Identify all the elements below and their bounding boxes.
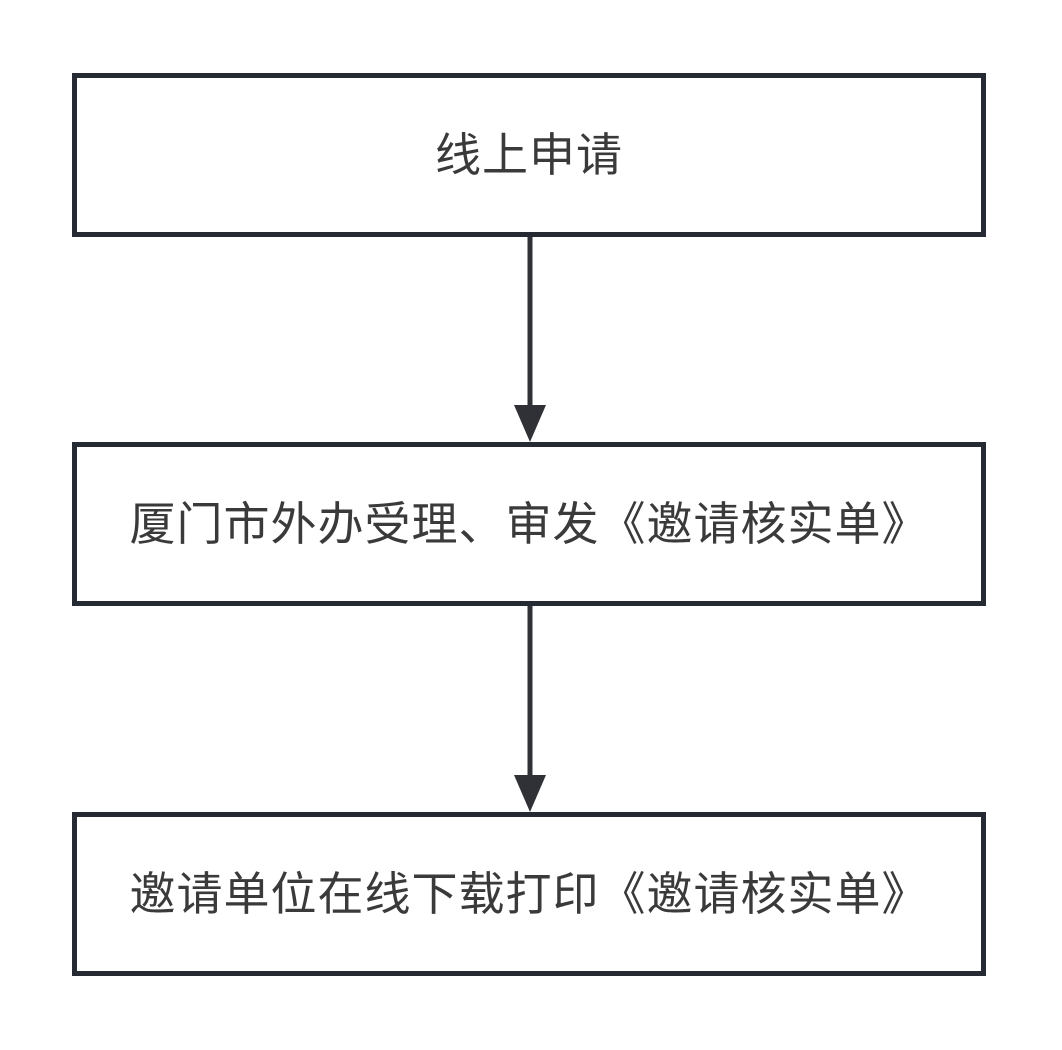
arrow-down-icon <box>514 606 546 812</box>
flow-step-download-print-form: 邀请单位在线下载打印《邀请核实单》 <box>72 812 986 976</box>
flow-step-label: 线上申请 <box>435 129 623 181</box>
arrow-down-icon <box>514 237 546 442</box>
flow-step-label: 邀请单位在线下载打印《邀请核实单》 <box>129 868 929 920</box>
flow-step-label: 厦门市外办受理、审发《邀请核实单》 <box>129 498 929 550</box>
flow-step-foreign-affairs-office-review: 厦门市外办受理、审发《邀请核实单》 <box>72 442 986 606</box>
flow-step-online-application: 线上申请 <box>72 73 986 237</box>
